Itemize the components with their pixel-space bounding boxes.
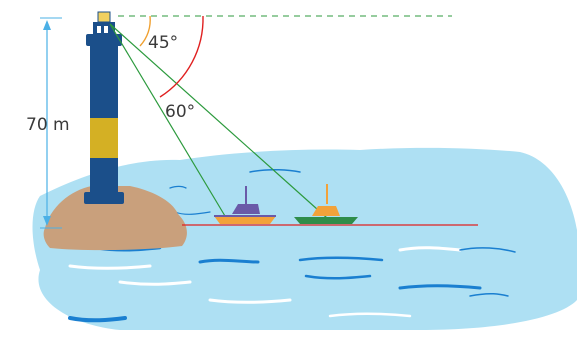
- lighthouse: [84, 12, 124, 204]
- angle-45-label: 45°: [148, 33, 178, 53]
- angle-60-arc: [160, 16, 203, 97]
- height-label: 70 m: [26, 115, 70, 135]
- angle-60-label: 60°: [165, 102, 195, 122]
